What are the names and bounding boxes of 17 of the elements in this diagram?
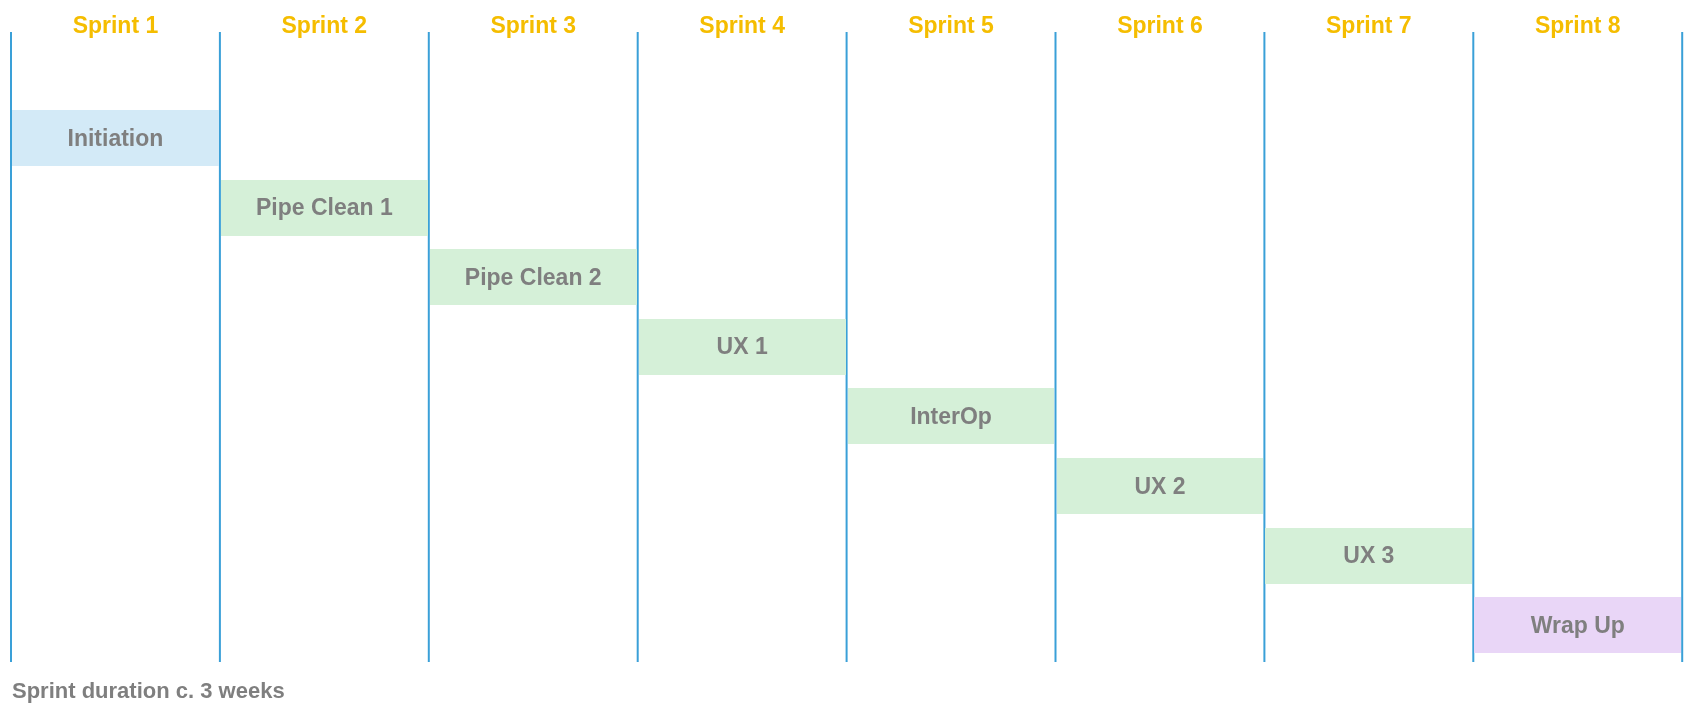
- sprint-header: Sprint 4: [698, 11, 786, 40]
- phase-bar: Pipe Clean 2: [429, 249, 637, 306]
- phase-bar: Initiation: [12, 110, 219, 166]
- phase-bar: InterOp: [847, 388, 1055, 445]
- caption: Sprint duration c. 3 weeks: [12, 678, 285, 704]
- phase-bar: UX 2: [1056, 458, 1264, 514]
- sprint-header: Sprint 7: [1325, 11, 1413, 40]
- sprint-header: Sprint 1: [71, 11, 160, 40]
- sprint-header: Sprint 8: [1533, 11, 1622, 40]
- phase-bar: UX 3: [1265, 527, 1473, 584]
- phase-bar: UX 1: [638, 318, 846, 375]
- sprint-header: Sprint 6: [1116, 11, 1204, 40]
- phase-bar: Pipe Clean 1: [220, 179, 428, 236]
- sprint-header: Sprint 5: [907, 11, 995, 40]
- phase-bar: Wrap Up: [1474, 597, 1682, 654]
- sprint-header: Sprint 2: [280, 11, 369, 40]
- sprint-header: Sprint 3: [489, 11, 578, 40]
